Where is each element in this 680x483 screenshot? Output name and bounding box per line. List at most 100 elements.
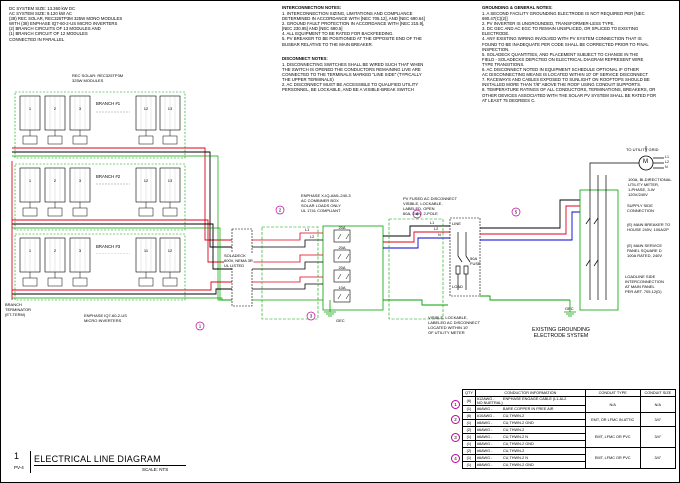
grounding-note-line: AC DISCONNECTING MEANS IS LOCATED WITHIN… <box>482 72 649 78</box>
module-ellipsis <box>95 183 130 185</box>
table-header: QTY <box>462 389 476 397</box>
qty-cell: (6) <box>462 412 476 420</box>
microinverter <box>138 277 154 287</box>
pv-disconnect-box <box>449 217 481 297</box>
wire-tag-number: 3 <box>310 314 313 319</box>
module-number: 2 <box>54 178 57 183</box>
grounding-note-line: 5. SOLADECK QUANTITIES, AND PLACEMENT SU… <box>482 51 639 57</box>
qty-cell: (1) <box>462 405 476 413</box>
conductor-cell: #6AWG -CU,THWN-2 N <box>474 433 586 441</box>
title-block: 1 PV-4 ELECTRICAL LINE DIAGRAM SCALE: NT… <box>4 451 194 479</box>
disconnect-note-line: THE UPPER TERMINALS) <box>282 77 334 83</box>
breaker-rating: 10A <box>338 285 345 290</box>
microinverter <box>162 277 178 287</box>
conduit-type-cell: EMT, LFMC OR PVC <box>584 426 641 448</box>
wire-tag-marker <box>195 321 205 331</box>
breaker-switch <box>337 273 350 280</box>
conductor-cell: #12AWG -ENPHASE ENGAGE CABLE (L1-&L2 NO … <box>474 396 586 406</box>
scale-label: SCALE: NTS <box>142 467 169 472</box>
branch-label: BRANCH #2 <box>96 174 121 179</box>
microinverter <box>47 277 63 287</box>
load-side-label: LOAD <box>452 284 463 289</box>
interconnection-note-line: DETERMINED IN ACCORDANCE WITH [NEC 705.1… <box>282 16 425 22</box>
wire-tag-number: 2 <box>279 208 282 213</box>
qty-cell: (2) <box>462 426 476 434</box>
disconnect-notes-title: DISCONNECT NOTES: <box>282 56 328 61</box>
conduit-type-cell: EMT, OR LFMC IN ATTIC <box>584 412 641 427</box>
interconnection-note-line: 2. GROUND FAULT PROTECTION IN ACCORDANCE… <box>282 21 425 27</box>
grounding-note-line: FOUND TO BE INADEQUATE PER CODE SHALL BE… <box>482 41 649 47</box>
qty-cell: (6) <box>462 396 476 406</box>
module-number: 3 <box>79 178 82 183</box>
breaker-rating: 20A <box>338 245 345 250</box>
qty-cell: (2) <box>462 447 476 455</box>
table-header: CONDUCTOR INFORMATION <box>474 389 586 397</box>
system-note-line: (38) REC SOLAR, REC325TP3M 325W MONO MOD… <box>9 16 123 22</box>
line-tag: L1 <box>305 228 309 232</box>
qty-cell: (1) <box>462 461 476 469</box>
line-side-label: LINE <box>452 221 461 226</box>
line-tag: L1 <box>665 155 669 159</box>
grounding-note-line: 8. TEMPERATURE RATINGS OF ALL CONDUCTORS… <box>482 87 656 93</box>
breaker-rating: 20A <box>338 225 345 230</box>
interconnection-note-line: 5. PV BREAKER TO BE POSITIONED AT THE OP… <box>282 36 422 42</box>
module-number: 2 <box>54 248 57 253</box>
module-number: 3 <box>79 248 82 253</box>
grounding-note-line: ELECTRODE. <box>482 31 510 37</box>
grounding-notes: 1. A SECOND FACILITY GROUNDING ELECTRODE… <box>482 11 656 103</box>
fuse-label: 50A FUSE <box>470 256 481 267</box>
module-number: 13 <box>168 106 173 111</box>
wire-tag-number: 1 <box>199 324 202 329</box>
disconnect-note-line: CONNECTED TO THE TERMINALS MARKED "LINE … <box>282 72 422 78</box>
branch-label: BRANCH #3 <box>96 244 121 249</box>
branch-home-run <box>190 288 232 295</box>
line-tag: L1 <box>430 221 434 225</box>
qty-cell: (1) <box>462 433 476 441</box>
module-number: 11 <box>144 248 149 253</box>
grounding-note-line: 690.47(C)(2)] <box>482 16 508 22</box>
line-tag: L2 <box>434 227 438 231</box>
microinverter <box>22 277 38 287</box>
grounding-note-line: 1. A SECOND FACILITY GROUNDING ELECTRODE… <box>482 11 645 16</box>
line-tag: N <box>665 165 668 169</box>
loadline-label: LOADLINE SIDE INTERCONNECTION AT MAIN PA… <box>625 274 664 295</box>
qty-cell: (1) <box>462 440 476 448</box>
utility-grid-label: TO UTILITY GRID <box>626 147 659 152</box>
wire-tag-number: 5 <box>515 210 518 215</box>
grounding-note-line: 3. DC GEC AND AC EGC TO REMAIN UNSPLICED… <box>482 26 639 32</box>
interconnection-note-line: 4. ALL EQUIPMENT TO BE RATED FOR BACKFEE… <box>282 31 394 37</box>
conductor-cell: #8AWG -CU,THWN-2 GND <box>474 419 586 427</box>
conduit-size-cell: N/A <box>639 396 677 413</box>
conductor-cell: #6AWG -BARE COPPER IN FREE AIR <box>474 405 586 413</box>
conduit-type-cell: EMT, LFMC OR PVC <box>584 447 641 469</box>
module-label: REC SOLAR: REC325TP3M 325W MODULES <box>72 73 124 84</box>
main-breaker-label: (E) MAIN BREAKER TO HOUSE 240V, 100A/2P <box>627 222 671 233</box>
module-number: 1 <box>29 248 32 253</box>
grounding-note-line: TYPE TRANSITIONS. <box>482 61 525 67</box>
module-ellipsis <box>95 111 130 113</box>
system-note-line: (2) BRANCH CIRCUITS OF 13 MODULES AND <box>9 26 101 32</box>
conductor-cell: #10AWG -CU,THWN-2 <box>474 412 586 420</box>
microinverter <box>47 207 63 217</box>
table-group-tag: 4 <box>451 453 461 463</box>
line-tag: L2 <box>310 235 314 239</box>
branch-home-run <box>190 151 232 248</box>
diagram-title: ELECTRICAL LINE DIAGRAM <box>34 454 161 464</box>
microinverter <box>138 207 154 217</box>
breaker-rating: 20A <box>338 265 345 270</box>
table-group-tag: 1 <box>451 400 461 409</box>
conduit-size-cell: 3/4" <box>639 426 677 448</box>
conduit-size-cell: 3/4" <box>639 447 677 469</box>
table-row: 1(6)#12AWG -ENPHASE ENGAGE CABLE (L1-&L2… <box>449 396 677 413</box>
conductor-cell: #6AWG -CU,THWN-2 <box>474 426 586 434</box>
grounding-note-line: FIELD - SOLADECKS DEPICTED ON ELECTRICAL… <box>482 56 644 62</box>
interconnection-note-line: [NEC 230.95] AND [NEC 690.5] <box>282 26 343 32</box>
meter-symbol: M <box>643 159 648 165</box>
wire-tag-marker <box>511 207 521 217</box>
system-note-line: AC SYSTEM SIZE: 9.120 kW AC <box>9 11 73 17</box>
sheet-number: PV-4 <box>14 465 24 470</box>
